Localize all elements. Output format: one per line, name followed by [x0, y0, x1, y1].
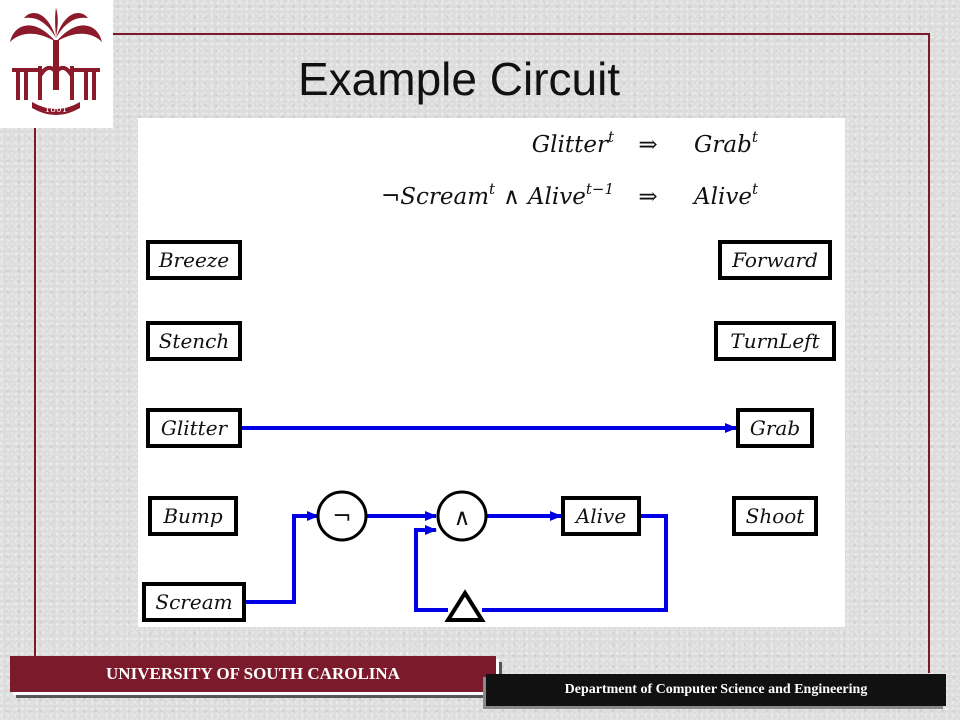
rule2-and: ∧	[503, 184, 520, 210]
footer-department: Department of Computer Science and Engin…	[486, 674, 946, 706]
wire-alive-feedback-in	[414, 525, 448, 612]
rule2-lhs-a-sup: t	[489, 180, 496, 198]
frame-right-line	[928, 33, 930, 673]
action-shoot-label: Shoot	[746, 504, 806, 528]
sensor-bump: Bump	[148, 496, 238, 536]
rule2-lhs-a: Scream	[400, 184, 489, 210]
wire-alive-feedback-out	[482, 514, 668, 612]
frame-top-line	[112, 33, 930, 35]
sensor-bump-label: Bump	[162, 504, 223, 528]
sensor-breeze-label: Breeze	[158, 248, 229, 272]
rule2-implies: ⇒	[638, 184, 657, 210]
state-alive-label: Alive	[574, 504, 626, 528]
action-grab: Grab	[736, 408, 814, 448]
action-grab-label: Grab	[750, 416, 800, 440]
rule1-lhs-sup: t	[608, 128, 615, 146]
rule-scream-alive: ¬Screamt∧Alivet−1 ⇒ Alivet	[381, 180, 759, 210]
and-gate-symbol: ∧	[454, 505, 471, 531]
rule2-lhs-b: Alive	[526, 184, 586, 210]
circuit-wires	[242, 423, 737, 612]
action-forward-label: Forward	[731, 248, 818, 272]
footer-university: UNIVERSITY OF SOUTH CAROLINA	[10, 656, 496, 692]
action-shoot: Shoot	[732, 496, 818, 536]
action-turnleft: TurnLeft	[714, 321, 836, 361]
rule2-rhs: Alive	[692, 184, 752, 210]
sensor-scream: Scream	[142, 582, 246, 622]
rule1-rhs: Grab	[694, 132, 752, 158]
action-turnleft-label: TurnLeft	[730, 329, 820, 353]
state-alive: Alive	[561, 496, 641, 536]
sensor-glitter: Glitter	[146, 408, 242, 448]
delay-triangle	[444, 589, 486, 622]
sensor-stench-label: Stench	[159, 329, 230, 353]
rule1-rhs-sup: t	[752, 128, 759, 146]
rule2-neg: ¬	[381, 184, 400, 210]
usc-logo: 1801	[0, 0, 113, 128]
sensor-scream-label: Scream	[155, 590, 232, 614]
rule-glitter-grab: Glittert ⇒ Grabt	[532, 128, 759, 158]
svg-text:¬Screamt∧Alivet−1: ¬Screamt ∧Alivet−1	[381, 180, 614, 210]
rule1-implies: ⇒	[638, 132, 657, 158]
not-gate: ¬	[316, 490, 368, 542]
rule1-lhs: Glitter	[532, 132, 610, 158]
logo-year: 1801	[45, 105, 68, 115]
and-gate: ∧	[436, 490, 488, 542]
sensor-glitter-label: Glitter	[161, 416, 229, 440]
svg-text:Glittert: Glittert	[532, 128, 615, 158]
svg-text:Alivet: Alivet	[692, 180, 759, 210]
svg-text:Grabt: Grabt	[694, 128, 759, 158]
frame-left-line	[34, 128, 36, 673]
rule2-lhs-b-sup: t−1	[586, 180, 614, 198]
not-gate-symbol: ¬	[332, 504, 351, 530]
sensor-breeze: Breeze	[146, 240, 242, 280]
sensor-stench: Stench	[146, 321, 242, 361]
circuit-diagram: Glittert ⇒ Grabt ¬Screamt∧Alivet−1 ⇒ Ali…	[138, 118, 845, 627]
wire-scream-not	[246, 511, 319, 604]
rule2-rhs-sup: t	[752, 180, 759, 198]
action-forward: Forward	[718, 240, 832, 280]
slide-title: Example Circuit	[298, 53, 621, 105]
